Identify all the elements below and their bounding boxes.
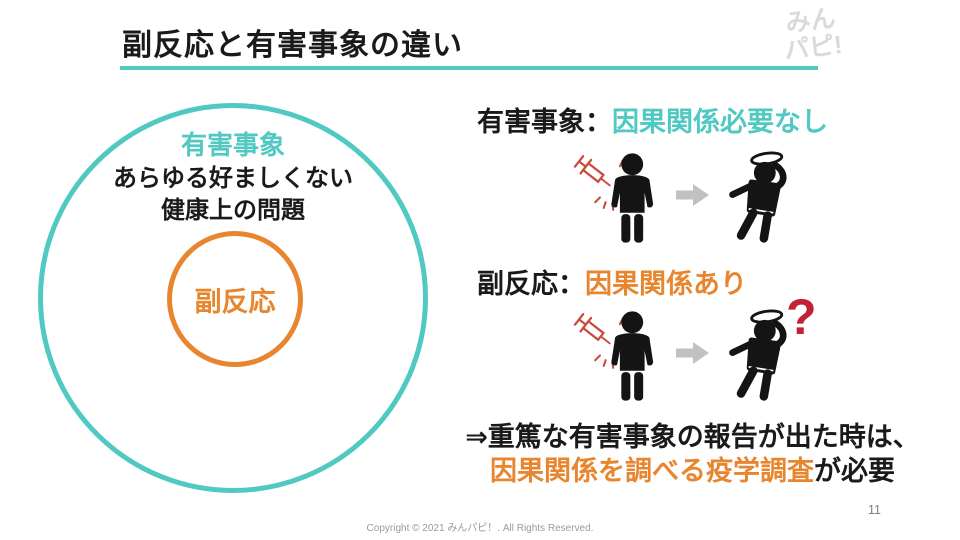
adverse-event-heading: 有害事象：因果関係必要なし [477, 100, 828, 139]
page-number: 11 [868, 503, 881, 517]
standing-person-icon [611, 153, 654, 243]
adverse-event-circle: 有害事象 あらゆる好ましくない 健康上の問題 副反応 [38, 103, 428, 493]
adverse-event-term: 有害事象： [477, 107, 612, 137]
syringe-icon [573, 313, 611, 345]
conclusion-highlight: 因果関係を調べる疫学調査 [490, 456, 814, 486]
side-effect-circle-label: 副反応 [194, 286, 276, 317]
side-effect-circle: 副反応 [167, 231, 303, 367]
question-mark-icon: ? [786, 289, 817, 345]
conclusion-rest: が必要 [814, 456, 895, 486]
arrow-right-icon [676, 342, 709, 364]
arrow-right-icon [676, 184, 709, 206]
adverse-event-description-line2: 健康上の問題 [161, 197, 305, 224]
injection-person-icon [573, 311, 654, 401]
adverse-event-definition: 因果関係必要なし [612, 107, 828, 137]
adverse-event-description-line1: あらゆる好ましくない [113, 165, 353, 192]
minpapi-logo: みん パピ! [767, 4, 856, 66]
dizzy-person-icon [729, 151, 787, 243]
side-effect-definition: 因果関係あり [585, 269, 747, 299]
title-underline [120, 66, 818, 70]
logo-line2: パピ! [782, 30, 844, 65]
conclusion-line2: 因果関係を調べる疫学調査が必要 [440, 454, 945, 488]
page-title: 副反応と有害事象の違い [122, 29, 463, 62]
syringe-icon [573, 155, 611, 187]
conclusion-line1: ⇒重篤な有害事象の報告が出た時は、 [465, 422, 920, 452]
copyright-text: Copyright © 2021 みんパピ！. All Rights Reser… [366, 523, 594, 534]
dizzy-person-icon [729, 309, 787, 401]
conclusion-text: ⇒重篤な有害事象の報告が出た時は、 因果関係を調べる疫学調査が必要 [440, 420, 945, 488]
injection-person-icon [573, 153, 654, 243]
side-effect-heading: 副反応：因果関係あり [477, 262, 747, 301]
adverse-event-circle-label: 有害事象 [180, 130, 285, 160]
side-effect-term: 副反応： [477, 269, 585, 299]
standing-person-icon [611, 311, 654, 401]
